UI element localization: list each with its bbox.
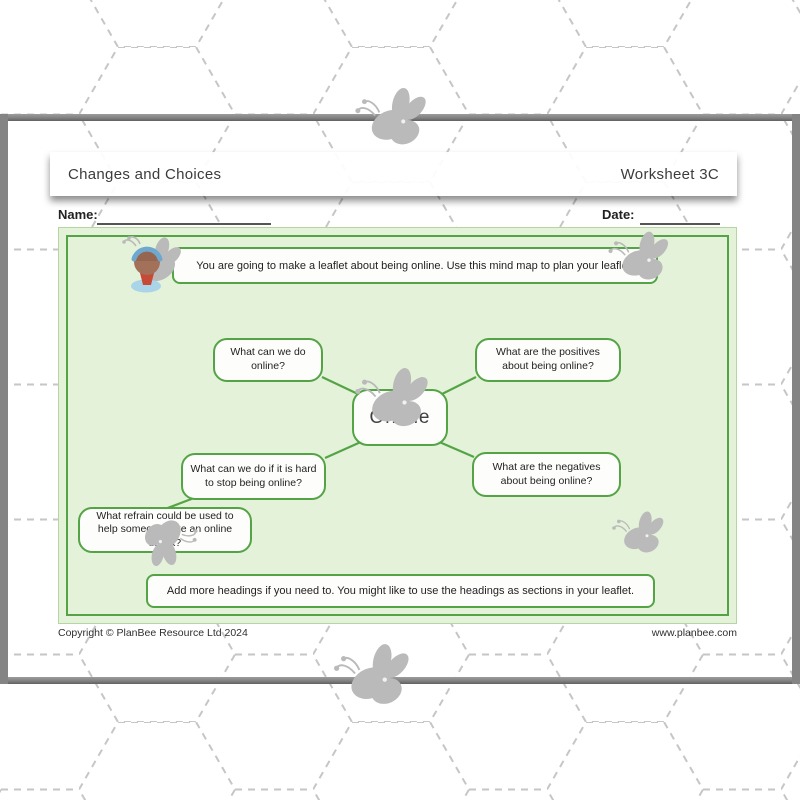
website-text: www.planbee.com — [651, 627, 737, 639]
name-input-line[interactable] — [97, 209, 271, 225]
bee-icon — [610, 510, 672, 558]
date-input-line[interactable] — [640, 209, 720, 225]
page-title: Changes and Choices — [68, 165, 222, 183]
node-label: What can we do online? — [230, 346, 306, 372]
name-label: Name: — [58, 207, 98, 222]
node-label: What are the positives about being onlin… — [496, 346, 600, 372]
headphones-shape — [131, 246, 163, 262]
bee-icon — [353, 366, 439, 434]
shirt-shape — [140, 273, 154, 285]
header-bar: Changes and Choices Worksheet 3C — [50, 152, 737, 196]
instruction-top-box: You are going to make a leaflet about be… — [172, 247, 658, 284]
frame-border-bottom — [0, 677, 800, 684]
copyright-text: Copyright © PlanBee Resource Ltd 2024 — [58, 627, 248, 639]
worksheet-inner-border — [66, 235, 729, 616]
bee-icon — [322, 642, 430, 712]
node-positives-online: What are the positives about being onlin… — [475, 338, 621, 382]
node-negatives-online: What are the negatives about being onlin… — [472, 452, 621, 497]
child-character-illustration — [122, 236, 181, 293]
bee-icon — [607, 230, 677, 286]
node-label: What are the negatives about being onlin… — [492, 460, 601, 487]
instruction-bottom-box: Add more headings if you need to. You mi… — [146, 574, 655, 608]
instruction-top-text: You are going to make a leaflet about be… — [196, 259, 634, 272]
frame-border-right — [792, 114, 800, 684]
date-label: Date: — [602, 207, 635, 222]
node-label: What can we do if it is hard to stop bei… — [190, 462, 317, 489]
instruction-bottom-text: Add more headings if you need to. You mi… — [166, 585, 635, 597]
frame-border-left — [0, 114, 8, 684]
splash-shape — [131, 279, 161, 293]
node-what-can-we-do-online: What can we do online? — [213, 338, 323, 382]
worksheet-number: Worksheet 3C — [620, 165, 719, 183]
node-hard-to-stop: What can we do if it is hard to stop bei… — [181, 453, 326, 500]
bee-icon — [343, 86, 447, 152]
